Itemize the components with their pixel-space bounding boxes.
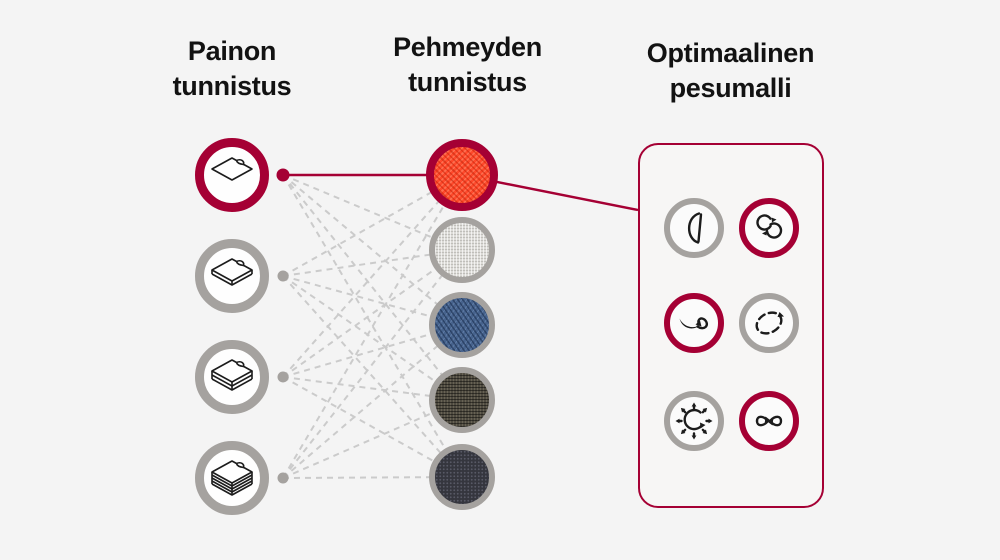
fabric-stack-5-layer-icon — [211, 460, 253, 496]
weight-node-2 — [195, 239, 269, 313]
motion-node-3 — [664, 293, 724, 353]
drum-arc-icon — [687, 212, 703, 244]
fabric-stack-3-layer-icon — [211, 359, 253, 391]
motion-node-2 — [739, 198, 799, 258]
fabric-stack-2-layer-icon — [211, 258, 253, 286]
weight-node-1 — [195, 138, 269, 212]
fabric-swatch-blue-denim — [429, 292, 495, 358]
fabric-swatch-dark-knit — [429, 444, 495, 510]
motion-node-1 — [664, 198, 724, 258]
weight-detection-title: Painon tunnistus — [172, 36, 292, 101]
fabric-stack-1-layer-icon — [211, 157, 253, 181]
optimal-wash-title: Optimaalinen pesumalli — [646, 38, 815, 103]
weight-node-3 — [195, 340, 269, 414]
motion-node-6 — [739, 391, 799, 451]
rolling-icon — [756, 214, 783, 239]
connector-dot-3 — [277, 371, 289, 383]
swing-icon — [679, 317, 709, 330]
connector-dot-2 — [277, 270, 289, 282]
motion-node-5 — [664, 391, 724, 451]
orbit-dashed-icon — [755, 311, 784, 335]
softness-detection-title: Pehmeyden tunnistus — [393, 32, 542, 97]
connector-dot-4 — [277, 472, 289, 484]
fabric-swatch-orange-terry — [426, 139, 498, 211]
connector-dot-1 — [276, 168, 290, 182]
infinity-icon — [755, 415, 783, 427]
fabric-swatch-light-linen — [429, 217, 495, 283]
weight-node-4 — [195, 441, 269, 515]
motion-node-4 — [739, 293, 799, 353]
scrub-radiate-icon — [675, 402, 713, 440]
fabric-swatch-brown-burlap — [429, 367, 495, 433]
